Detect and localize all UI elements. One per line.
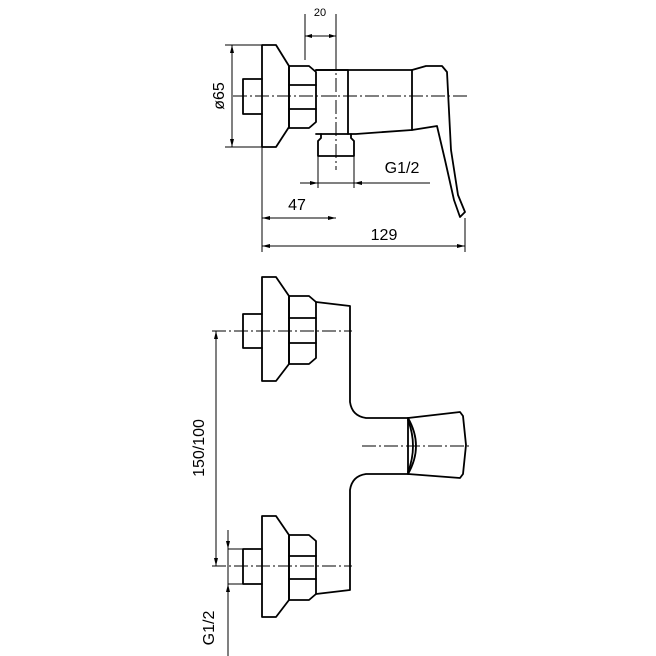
dim-center-distance: 150/100 bbox=[191, 419, 208, 477]
side-body bbox=[315, 69, 413, 135]
dim-thread-top: G1/2 bbox=[385, 160, 420, 177]
side-hex-nut bbox=[288, 65, 317, 129]
front-body bbox=[315, 301, 409, 595]
front-lower-nut bbox=[288, 534, 317, 601]
dim-total-length: 129 bbox=[371, 227, 398, 244]
front-handle bbox=[407, 411, 467, 479]
dim-diameter: ø65 bbox=[211, 82, 228, 110]
front-upper-flange bbox=[261, 276, 290, 382]
dim-offset: 20 bbox=[314, 7, 326, 19]
side-cartridge bbox=[315, 69, 349, 135]
front-upper-nut bbox=[288, 295, 317, 365]
dim-depth: 47 bbox=[288, 197, 306, 214]
side-view: 20 ø65 G1/2 47 129 bbox=[211, 7, 470, 252]
dim-thread-bottom: G1/2 bbox=[201, 611, 218, 646]
side-handle bbox=[411, 65, 466, 218]
front-view: 150/100 G1/2 bbox=[191, 276, 472, 656]
